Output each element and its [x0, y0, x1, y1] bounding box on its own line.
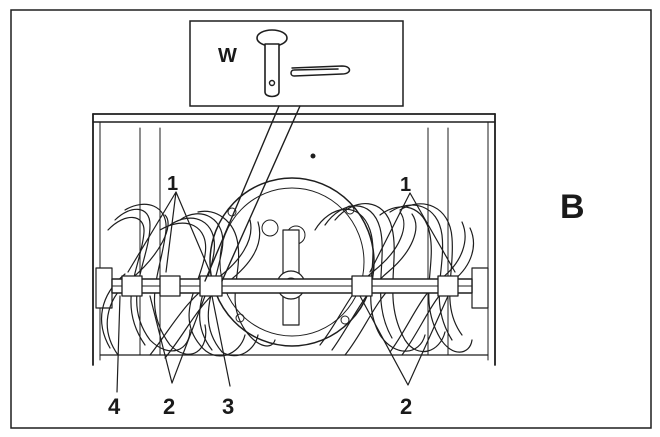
clevis-pin [256, 29, 288, 98]
auger-shaft [111, 275, 473, 297]
hardware-inset: W [189, 20, 404, 107]
panel-letter: B [560, 188, 585, 226]
inset-box [189, 20, 404, 107]
callout-3: 3 [222, 394, 234, 419]
callout-1-right: 1 [400, 174, 411, 196]
inset-leader [204, 105, 301, 282]
callout-2-left: 2 [163, 394, 175, 419]
callout-1-left: 1 [167, 173, 178, 195]
shear-pin-left [121, 275, 143, 297]
shear-pin-right [437, 275, 459, 297]
shear-pin-center-left [199, 275, 223, 297]
auger-housing [92, 113, 496, 366]
inset-label: W [218, 45, 237, 67]
cotter-pin [290, 65, 351, 77]
callout-4: 4 [108, 394, 121, 419]
callout-2-right: 2 [400, 394, 412, 419]
shear-pin-mid-left [159, 275, 181, 297]
shear-pin-center-right [351, 275, 373, 297]
housing-bolt [310, 153, 316, 159]
callout-leaders [116, 191, 456, 393]
